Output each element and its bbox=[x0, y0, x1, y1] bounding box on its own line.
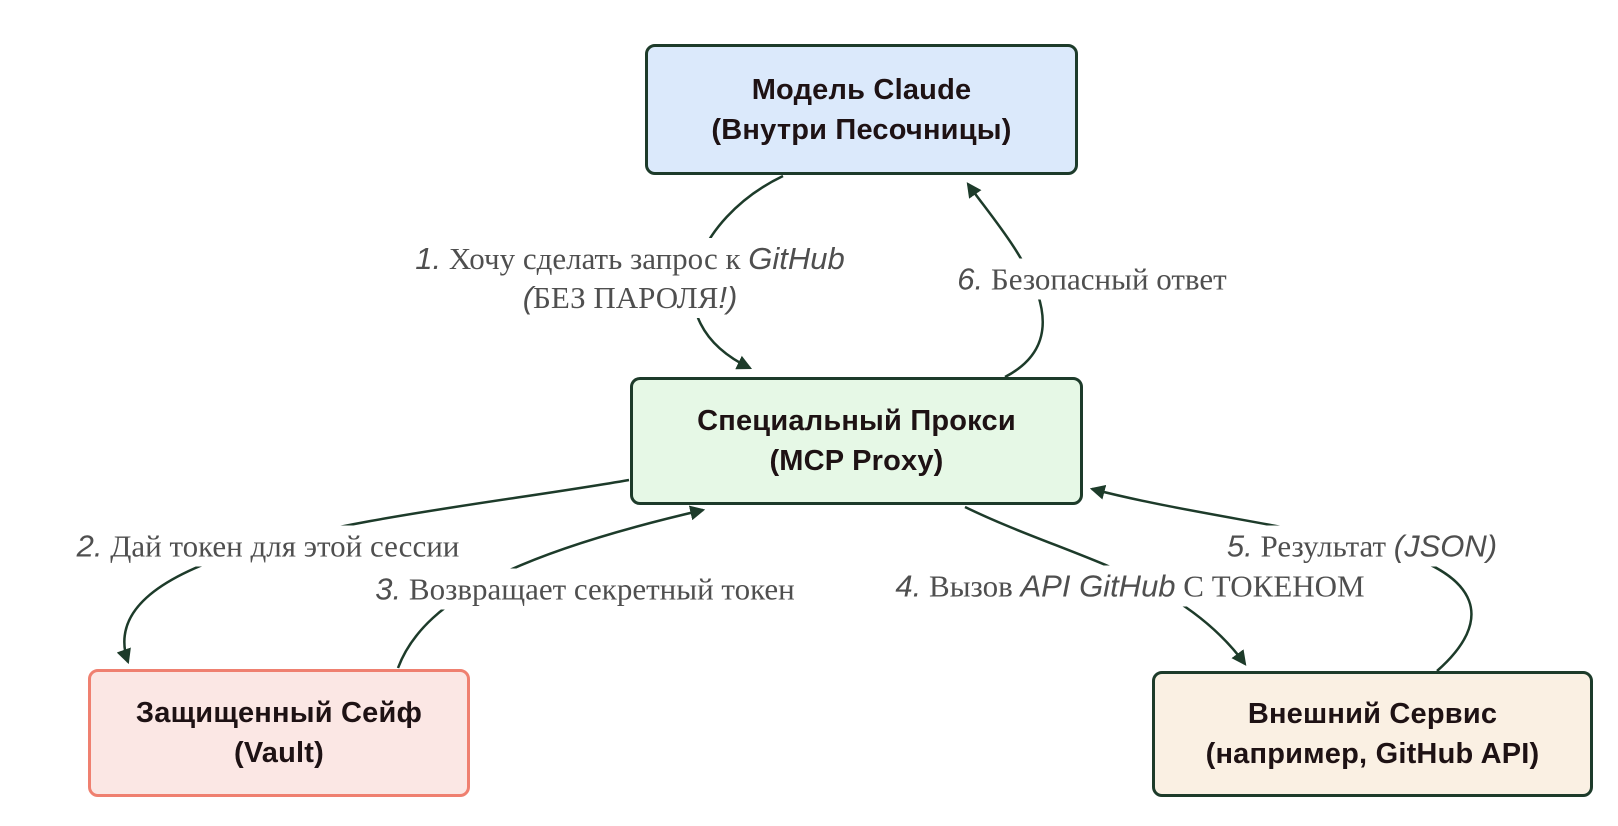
edge-label-3-text: Возвращает секретный токен bbox=[401, 571, 795, 607]
node-external-subtitle: (например, GitHub API) bbox=[1205, 738, 1540, 770]
edge-label-2-number: 2. bbox=[76, 528, 103, 564]
edge-label-1-close-paren: !) bbox=[718, 280, 738, 315]
edge-label-5-text: Результат bbox=[1252, 528, 1394, 564]
edge-label-6: 6. Безопасный ответ bbox=[951, 258, 1233, 300]
node-vault-title: Защищенный Сейф bbox=[135, 697, 423, 729]
edge-label-4-number: 4. bbox=[895, 568, 922, 604]
edge-label-5-number: 5. bbox=[1226, 528, 1253, 564]
edge-label-2: 2. Дай токен для этой сессии bbox=[70, 525, 466, 567]
edge-label-3: 3. Возвращает секретный токен bbox=[369, 568, 801, 610]
node-proxy-title: Специальный Прокси bbox=[697, 405, 1016, 437]
edge-label-4-suffix: С ТОКЕНОМ bbox=[1175, 568, 1365, 604]
edge-label-1-number: 1. bbox=[415, 241, 442, 276]
edge-label-2-text: Дай токен для этой сессии bbox=[102, 528, 460, 564]
edge-label-1-shout: БЕЗ ПАРОЛЯ bbox=[533, 280, 719, 315]
edge-label-5-emphasis: (JSON) bbox=[1393, 528, 1498, 564]
node-vault-subtitle: (Vault) bbox=[233, 737, 324, 769]
edge-label-5: 5. Результат (JSON) bbox=[1220, 525, 1504, 567]
edge-label-1-text: Хочу сделать запрос к bbox=[441, 241, 749, 276]
edge-label-1-open-paren: ( bbox=[522, 280, 534, 315]
edge-label-4-emphasis: API GitHub bbox=[1020, 568, 1176, 604]
node-external-title: Внешний Сервис bbox=[1247, 698, 1498, 730]
edge-label-4: 4. Вызов API GitHub С ТОКЕНОМ bbox=[889, 565, 1371, 607]
edge-label-1-line2: (БЕЗ ПАРОЛЯ!) bbox=[415, 278, 845, 317]
edge-label-1-emphasis: GitHub bbox=[748, 241, 845, 276]
edge-label-1-line1: 1. Хочу сделать запрос к GitHub bbox=[415, 239, 845, 278]
node-claude: Модель Claude (Внутри Песочницы) bbox=[645, 44, 1078, 175]
edge-label-1: 1. Хочу сделать запрос к GitHub (БЕЗ ПАР… bbox=[409, 238, 851, 318]
node-claude-subtitle: (Внутри Песочницы) bbox=[711, 113, 1012, 146]
edge-label-6-text: Безопасный ответ bbox=[983, 261, 1227, 297]
node-proxy: Специальный Прокси (MCP Proxy) bbox=[630, 377, 1083, 505]
node-vault: Защищенный Сейф (Vault) bbox=[88, 669, 470, 797]
edge-label-4-text: Вызов bbox=[921, 568, 1021, 604]
node-proxy-subtitle: (MCP Proxy) bbox=[769, 445, 944, 477]
node-claude-title: Модель Claude bbox=[751, 73, 972, 106]
node-external: Внешний Сервис (например, GitHub API) bbox=[1152, 671, 1593, 797]
edge-label-6-number: 6. bbox=[957, 261, 984, 297]
edge-label-3-number: 3. bbox=[375, 571, 402, 607]
